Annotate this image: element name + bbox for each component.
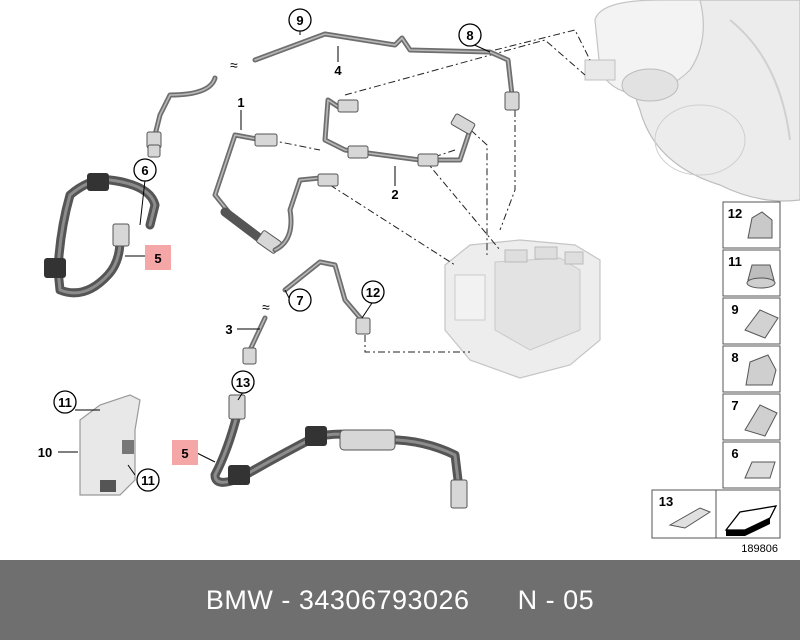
diagram-svg: ≈ ≈: [38, 0, 800, 555]
label-5-upper-text: 5: [154, 251, 161, 266]
brake-pipe-4: ≈: [146, 31, 520, 149]
legend-6: 6: [731, 446, 738, 461]
callout-9: 9: [288, 8, 312, 32]
label-1: 1: [237, 95, 244, 110]
label-10: 10: [38, 445, 52, 460]
svg-text:≈: ≈: [230, 57, 238, 73]
label-5-lower-text: 5: [181, 446, 188, 461]
callout-6: 6: [133, 158, 157, 182]
legend-7: 7: [731, 398, 738, 413]
callout-7-text: 7: [296, 293, 303, 308]
brake-pipe-7: ≈: [242, 259, 371, 365]
legend-12: 12: [728, 206, 742, 221]
legend-9: 9: [731, 302, 738, 317]
abs-unit: [444, 239, 601, 379]
svg-text:≈: ≈: [262, 299, 270, 315]
footer-separator: -: [273, 584, 299, 615]
callout-7: 7: [288, 288, 312, 312]
callout-11-bottom-text: 11: [141, 473, 155, 488]
label-5-lower: 5: [172, 440, 198, 465]
callout-12: 12: [361, 280, 385, 304]
label-4: 4: [334, 63, 342, 78]
callout-8: 8: [458, 23, 482, 47]
footer-bar: BMW - 34306793026 N - 05: [0, 560, 800, 640]
bracket-10: [79, 394, 141, 496]
brake-booster: [584, 0, 800, 202]
brake-hose-5-lower: [210, 394, 468, 509]
footer-gap: [470, 585, 518, 616]
callout-11-top: 11: [53, 390, 77, 414]
parts-legend: 12 11 9 8 7 6 13: [651, 201, 781, 539]
parts-diagram: ≈ ≈: [38, 0, 800, 555]
ref-code: 189806: [741, 543, 778, 555]
brake-pipe-1: [212, 132, 339, 254]
legend-8: 8: [731, 350, 738, 365]
callout-12-text: 12: [366, 285, 380, 300]
footer-part-number: 34306793026: [298, 584, 470, 615]
callout-11-top-text: 11: [58, 395, 72, 410]
footer-brand: BMW: [205, 584, 274, 615]
legend-11: 11: [728, 254, 742, 269]
callout-8-text: 8: [466, 28, 473, 43]
label-2: 2: [391, 187, 398, 202]
callout-9-text: 9: [296, 13, 303, 28]
label-3: 3: [225, 322, 232, 337]
label-5-upper: 5: [145, 245, 171, 270]
legend-13: 13: [659, 494, 673, 509]
footer-position: N - 05: [517, 584, 595, 615]
leader-lines: [58, 22, 491, 476]
callout-6-text: 6: [141, 163, 148, 178]
callout-13: 13: [231, 370, 255, 394]
callout-13-text: 13: [236, 375, 250, 390]
callout-11-bottom: 11: [136, 468, 160, 492]
brake-pipe-2: [322, 97, 476, 167]
brake-hose-5-upper: [44, 144, 161, 298]
